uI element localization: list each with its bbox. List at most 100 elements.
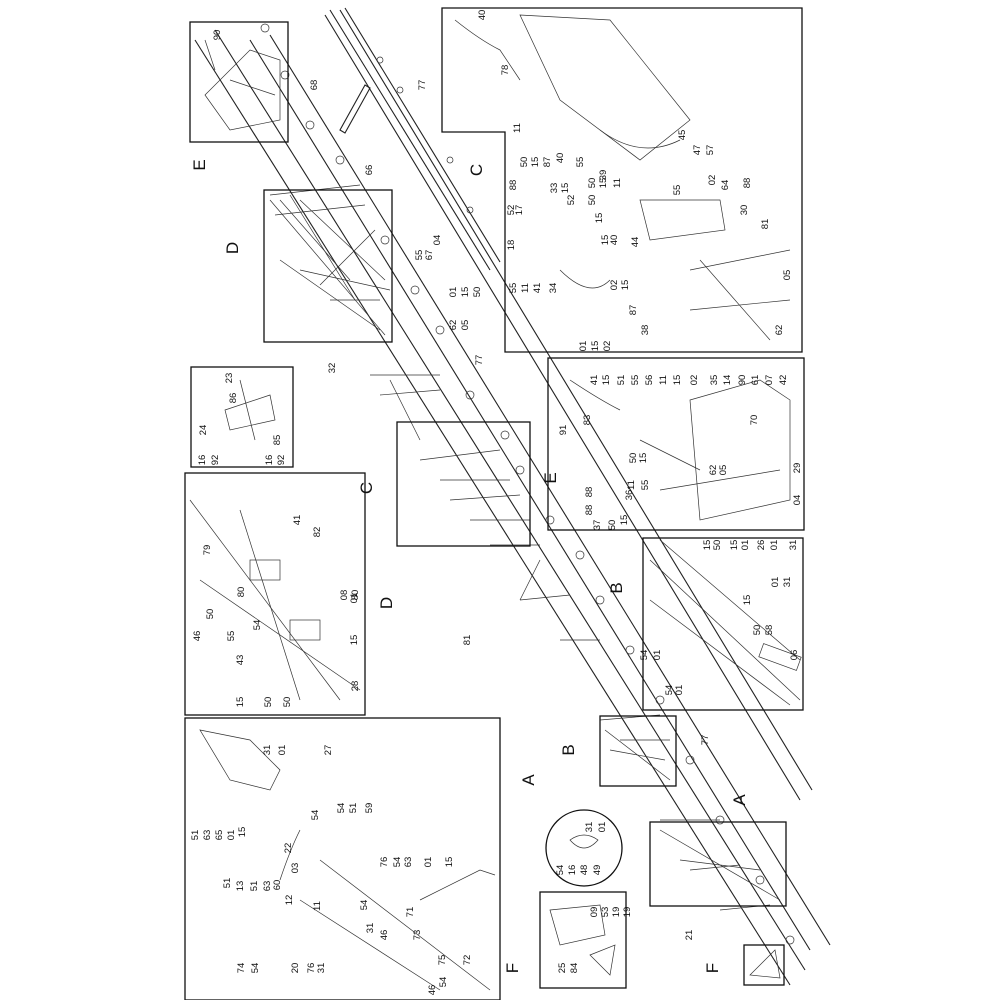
part-number-label: 15 — [594, 213, 605, 224]
part-number-label: 77 — [474, 355, 485, 366]
part-number-label: 01 — [349, 593, 360, 604]
detail-box-D-left — [184, 472, 366, 716]
part-number-label: 82 — [312, 527, 323, 538]
callout-letter-D-top: D — [223, 242, 242, 254]
part-number-label: 38 — [640, 325, 651, 336]
part-number-label: 52 — [566, 195, 577, 206]
part-number-label: 26 — [756, 540, 767, 551]
part-number-label: 92 — [276, 455, 287, 466]
part-number-label: 64 — [720, 180, 731, 191]
part-number-label: 53 — [600, 907, 611, 918]
part-number-label: 46 — [192, 631, 203, 642]
part-number-label: 21 — [684, 930, 695, 941]
part-number-label: 11 — [626, 480, 637, 490]
part-number-label: 41 — [532, 283, 543, 294]
part-number-label: 03 — [290, 863, 301, 874]
part-number-label: 32 — [327, 363, 338, 374]
part-number-label: 62 — [774, 325, 785, 336]
part-number-label: 54 — [336, 803, 347, 814]
part-number-label: 50 — [282, 697, 293, 708]
part-number-label: 11 — [658, 375, 669, 385]
part-number-label: 25 — [557, 963, 568, 974]
part-number-label: 46 — [427, 985, 438, 996]
part-number-label: 79 — [202, 545, 213, 556]
part-number-label: 54 — [438, 977, 449, 988]
part-number-label: 50 — [712, 540, 723, 551]
part-number-label: 36 — [624, 490, 635, 501]
part-number-label: 33 — [549, 183, 560, 194]
part-number-label: 62 — [708, 465, 719, 476]
part-number-label: 01 — [578, 341, 589, 352]
part-number-label: 02 — [707, 175, 718, 186]
part-number-label: 43 — [235, 655, 246, 666]
part-number-label: 42 — [778, 375, 789, 386]
part-number-label: 68 — [309, 80, 320, 91]
part-number-label: 20 — [290, 963, 301, 974]
part-number-label: 88 — [508, 180, 519, 191]
part-number-label: 45 — [677, 130, 688, 141]
part-number-label: 54 — [639, 650, 650, 661]
part-number-label: 55 — [630, 375, 641, 386]
part-number-label: 46 — [379, 930, 390, 941]
part-number-label: 83 — [582, 415, 593, 426]
part-number-label: 62 — [448, 320, 459, 331]
part-number-label: 01 — [769, 540, 780, 551]
part-number-label: 81 — [760, 219, 771, 230]
part-number-label: 15 — [601, 375, 612, 386]
part-number-label: 57 — [705, 145, 716, 156]
part-number-label: 58 — [764, 625, 775, 636]
part-number-label: 15 — [638, 453, 649, 464]
part-number-label: 54 — [664, 685, 675, 696]
part-number-label: 15 — [560, 183, 571, 194]
part-number-label: 15 — [444, 857, 455, 868]
detail-box-F-top — [190, 366, 294, 468]
callout-letter-E-top: E — [190, 159, 209, 170]
part-number-label: 80 — [350, 590, 361, 601]
part-number-label: 40 — [609, 235, 620, 246]
part-number-label: 15 — [349, 635, 360, 646]
part-number-label: 55 — [226, 631, 237, 642]
part-number-label: 31 — [365, 923, 376, 934]
part-number-label: 40 — [555, 153, 566, 164]
part-number-label: 76 — [379, 857, 390, 868]
part-number-label: 51 — [348, 803, 359, 814]
part-number-label: 01 — [448, 287, 459, 298]
part-number-label: 31 — [782, 577, 793, 588]
part-number-label: 67 — [424, 250, 435, 261]
part-number-label: 29 — [792, 463, 803, 474]
part-number-label: 16 — [264, 455, 275, 466]
part-number-label: 40 — [477, 10, 488, 21]
part-number-label: 31 — [788, 540, 799, 551]
part-number-label: 75 — [437, 955, 448, 966]
part-number-label: 76 — [306, 963, 317, 974]
part-number-label: 55 — [640, 480, 651, 491]
part-number-label: 73 — [412, 930, 423, 941]
detail-box-E-top — [189, 21, 289, 143]
part-number-label: 54 — [250, 963, 261, 974]
part-number-label: 55 — [672, 185, 683, 196]
part-number-label: 05 — [460, 320, 471, 331]
part-number-label: 70 — [749, 415, 760, 426]
detail-artwork — [189, 14, 802, 991]
part-number-label: 24 — [198, 425, 209, 436]
part-number-label: 15 — [672, 375, 683, 386]
part-number-label: 66 — [364, 165, 375, 176]
part-number-label: 54 — [252, 620, 263, 631]
part-number-label: 30 — [739, 205, 750, 216]
part-number-label: 09 — [589, 907, 600, 918]
callout-letter-A-lower: A — [730, 794, 749, 806]
part-number-label: 41 — [292, 515, 303, 526]
part-number-label: 51 — [222, 878, 233, 889]
main-boom-assembly — [194, 7, 831, 986]
part-number-label: 54 — [310, 810, 321, 821]
part-number-label: 71 — [405, 907, 416, 918]
part-number-label: 84 — [569, 963, 580, 974]
part-number-label: 44 — [630, 237, 641, 248]
detail-box-C-top-right — [441, 7, 803, 353]
part-number-label: 88 — [584, 505, 595, 516]
part-number-label: 01 — [740, 540, 751, 551]
part-number-label: 50 — [263, 697, 274, 708]
part-number-label: 78 — [500, 65, 511, 76]
part-number-label: 39 — [598, 170, 609, 181]
